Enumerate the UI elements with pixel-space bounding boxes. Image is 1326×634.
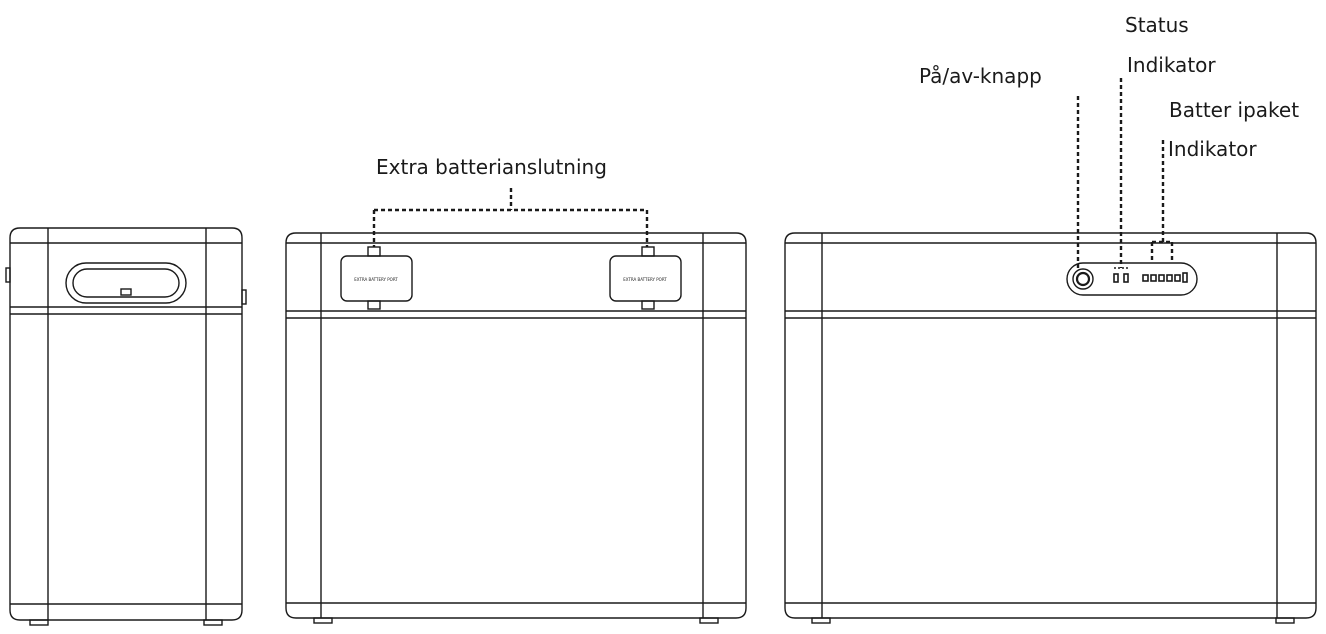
extra-battery-port-right: EXTRA BATTERY PORT [609,246,682,310]
battery-pack-indicator-lights [1142,272,1188,283]
port-caption-right: EXTRA BATTERY PORT [623,277,667,282]
back-view [784,78,1317,624]
label-battery-pack-line2: Indikator [1168,137,1257,161]
status-indicator-lights [1113,267,1129,283]
port-caption-left: EXTRA BATTERY PORT [354,277,398,282]
control-panel [1066,262,1198,296]
extra-battery-leader [372,188,649,247]
side-view [5,227,247,626]
label-extra-battery-connection: Extra batterianslutning [376,155,607,179]
label-power-button: På/av-knapp [919,64,1042,88]
front-view: EXTRA BATTERY PORT EXTRA BATTERY PORT [285,188,747,624]
handle [65,262,187,304]
label-status-line2: Indikator [1127,53,1216,77]
label-battery-pack-line1: Batter ipaket [1169,98,1300,122]
extra-battery-port-left: EXTRA BATTERY PORT [340,246,413,310]
power-button [1072,268,1094,290]
label-status-line1: Status [1125,13,1189,37]
battery-pack-indicator-leader [1150,140,1174,262]
